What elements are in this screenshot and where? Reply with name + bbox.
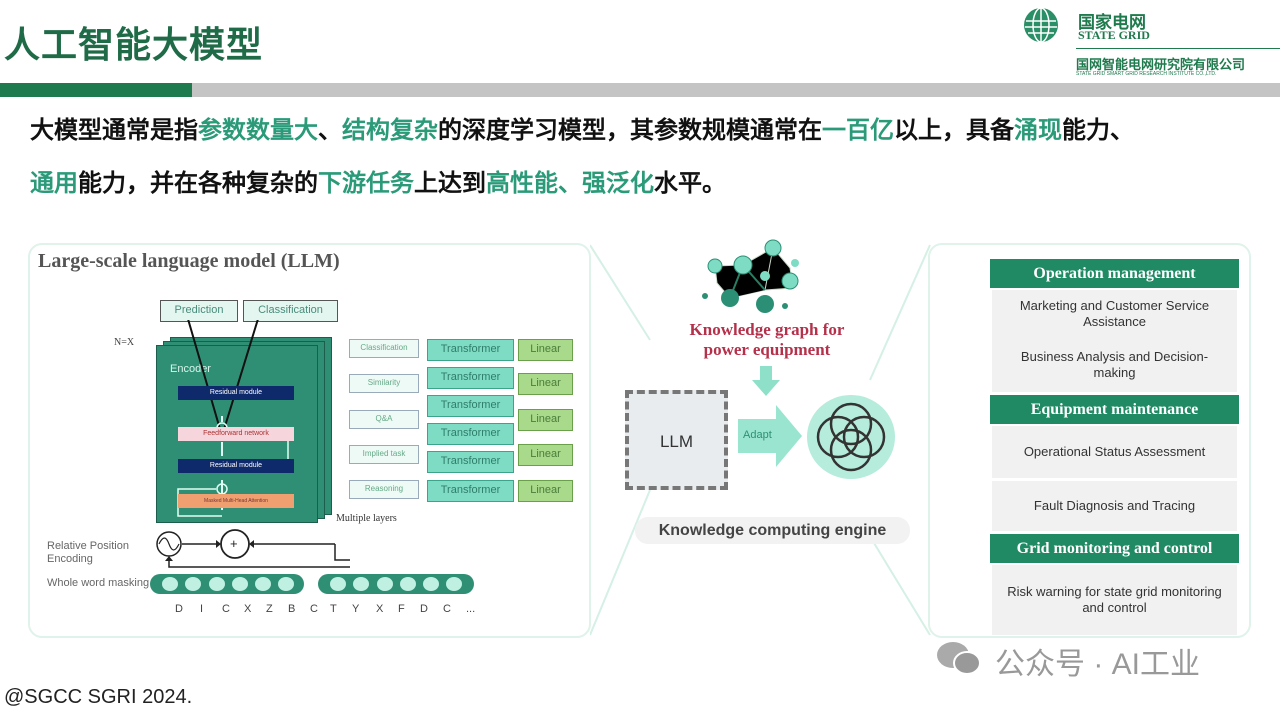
watermark: 公众号 · AI工业 bbox=[995, 648, 1201, 681]
footer-copyright: @SGCC SGRI 2024. bbox=[4, 686, 193, 708]
adapt-label: Adapt bbox=[743, 429, 772, 441]
token-letter: B bbox=[288, 603, 296, 615]
feedforward-network: Feedforward network bbox=[178, 427, 294, 441]
header-grid-monitoring: Grid monitoring and control bbox=[990, 534, 1239, 563]
body-text: 的深度学习模型，其参数规模通常在 bbox=[438, 117, 822, 144]
nx-label: N=X bbox=[114, 337, 135, 348]
transformer-block: Transformer bbox=[427, 451, 514, 473]
task-qa: Q&A bbox=[349, 410, 419, 429]
logo-divider bbox=[1076, 48, 1280, 49]
highlight-text: 参数数量大 bbox=[198, 117, 318, 144]
arrow-down-icon bbox=[752, 366, 780, 396]
app-item: Marketing and Customer Service Assistanc… bbox=[992, 290, 1237, 338]
body-text: 水平。 bbox=[654, 170, 726, 197]
token-letter: Z bbox=[266, 603, 273, 615]
masked-attention: Masked Multi-Head Attention bbox=[178, 494, 294, 508]
token-letter: Y bbox=[352, 603, 360, 615]
body-text: 、 bbox=[318, 117, 342, 144]
linear-block: Linear bbox=[518, 339, 573, 361]
wechat-icon bbox=[937, 642, 981, 675]
header-equipment-maintenance: Equipment maintenance bbox=[990, 395, 1239, 424]
highlight-text: 结构复杂 bbox=[342, 117, 438, 144]
transformer-block: Transformer bbox=[427, 480, 514, 502]
body-line-2: 通用能力，并在各种复杂的下游任务上达到高性能、强泛化水平。 bbox=[30, 163, 726, 198]
engine-caption: Knowledge computing engine bbox=[635, 517, 910, 544]
knowledge-graph-icon bbox=[702, 239, 799, 313]
body-text: 上达到 bbox=[414, 170, 486, 197]
token-letter: F bbox=[398, 603, 405, 615]
rpe-label: Relative Position Encoding bbox=[47, 540, 129, 565]
linear-block: Linear bbox=[518, 373, 573, 395]
transformer-block: Transformer bbox=[427, 367, 514, 389]
highlight-text: 高性能、强泛化 bbox=[486, 170, 654, 197]
body-line-1: 大模型通常是指参数数量大、结构复杂的深度学习模型，其参数规模通常在一百亿以上，具… bbox=[30, 110, 1134, 145]
multiple-layers-label: Multiple layers bbox=[336, 513, 397, 524]
engine-knot-icon bbox=[807, 395, 895, 479]
connector-lines bbox=[590, 244, 931, 636]
task-similarity: Similarity bbox=[349, 374, 419, 393]
llm-title: Large-scale language model (LLM) bbox=[38, 250, 340, 272]
highlight-text: 通用 bbox=[30, 170, 78, 197]
linear-block: Linear bbox=[518, 444, 573, 466]
logo-en: STATE GRID bbox=[1078, 28, 1150, 42]
residual-module-bottom: Residual module bbox=[178, 459, 294, 473]
kg-title: Knowledge graph for power equipment bbox=[689, 320, 845, 359]
task-reasoning: Reasoning bbox=[349, 480, 419, 499]
adapt-arrow bbox=[738, 405, 802, 467]
body-text: 能力，并在各种复杂的 bbox=[78, 170, 318, 197]
position-encoding-wave-icon bbox=[156, 529, 350, 568]
token-letter: T bbox=[330, 603, 337, 615]
classification-output-box: Classification bbox=[243, 300, 338, 322]
task-implied: Implied task bbox=[349, 445, 419, 464]
highlight-text: 下游任务 bbox=[318, 170, 414, 197]
linear-block: Linear bbox=[518, 409, 573, 431]
token-letter: C bbox=[443, 603, 451, 615]
prediction-box: Prediction bbox=[160, 300, 238, 322]
logo-org-cn: 国网智能电网研究院有限公司 bbox=[1076, 57, 1246, 72]
globe-icon bbox=[1024, 7, 1058, 43]
residual-module-top: Residual module bbox=[178, 386, 294, 400]
highlight-text: 一百亿 bbox=[822, 117, 894, 144]
header-operation-management: Operation management bbox=[990, 259, 1239, 288]
token-letter: X bbox=[244, 603, 252, 615]
transformer-block: Transformer bbox=[427, 339, 514, 361]
app-item: Business Analysis and Decision-making bbox=[992, 338, 1237, 392]
logo-cn: 国家电网 bbox=[1078, 13, 1146, 32]
task-classification: Classification bbox=[349, 339, 419, 358]
chip-label: LLM bbox=[659, 432, 694, 451]
state-grid-logo: 国家电网 STATE GRID 国网智能电网研究院有限公司 STATE GRID… bbox=[1020, 4, 1280, 84]
token-letter: I bbox=[200, 603, 204, 615]
body-text: 以上，具备 bbox=[894, 117, 1014, 144]
app-item: Fault Diagnosis and Tracing bbox=[992, 481, 1237, 531]
highlight-text: 涌现 bbox=[1014, 117, 1062, 144]
token-letter: D bbox=[420, 603, 428, 615]
slide-title: 人工智能大模型 bbox=[4, 24, 264, 65]
token-letter: C bbox=[310, 603, 318, 615]
wwm-label: Whole word masking bbox=[47, 577, 150, 589]
token-letter: ... bbox=[466, 603, 476, 615]
transformer-block: Transformer bbox=[427, 395, 514, 417]
token-letter: X bbox=[376, 603, 384, 615]
app-item: Risk warning for state grid monitoring a… bbox=[992, 565, 1237, 635]
plus-symbol: + bbox=[230, 536, 238, 551]
app-item: Operational Status Assessment bbox=[992, 426, 1237, 478]
transformer-block: Transformer bbox=[427, 423, 514, 445]
body-text: 大模型通常是指 bbox=[30, 117, 198, 144]
title-bar-accent bbox=[0, 83, 192, 97]
title-bar bbox=[192, 83, 1280, 97]
body-text: 能力、 bbox=[1062, 117, 1134, 144]
llm-chip: LLM bbox=[625, 390, 728, 490]
token-group-1 bbox=[150, 574, 304, 594]
token-letter: C bbox=[222, 603, 230, 615]
linear-block: Linear bbox=[518, 480, 573, 502]
logo-org-en: STATE GRID SMART GRID RESEARCH INSTITUTE… bbox=[1076, 71, 1217, 77]
token-letter: D bbox=[175, 603, 183, 615]
token-group-2 bbox=[318, 574, 474, 594]
